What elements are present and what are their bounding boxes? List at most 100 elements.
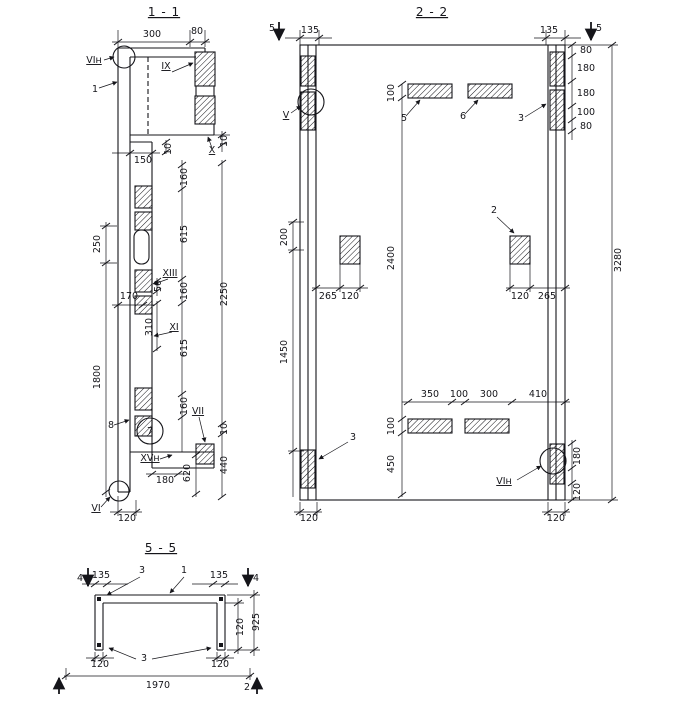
detail-marker-VI <box>108 480 130 502</box>
dim: 120 <box>118 513 136 524</box>
rebar-bar-6 <box>467 83 513 99</box>
detail-ref: IX <box>161 61 171 72</box>
rebar-zone <box>300 449 316 489</box>
rebar-zone <box>549 89 565 131</box>
dim: 170 <box>120 291 138 302</box>
dim: 2250 <box>219 282 230 306</box>
part-ref: 1 <box>181 565 187 576</box>
detail-ref: VIн <box>86 55 102 66</box>
part-ref: 1 <box>92 84 98 95</box>
section-mark: 4 <box>253 573 259 584</box>
dim: 10 <box>219 135 230 147</box>
dim: 250 <box>92 235 103 253</box>
dim: 1450 <box>279 340 290 364</box>
detail-ref: XVн <box>140 453 159 464</box>
dim: 120 <box>511 291 529 302</box>
dim: 615 <box>179 339 190 357</box>
rebar-bar-5 <box>407 83 453 99</box>
dim: 310 <box>144 318 155 336</box>
dim: 180 <box>577 88 595 99</box>
section-2-2-dimensions <box>285 30 618 516</box>
rebar-zone <box>549 51 565 87</box>
dim: 615 <box>179 225 190 243</box>
dim: 1800 <box>92 365 103 389</box>
section-mark: 5 <box>269 23 275 34</box>
lifting-slot <box>133 229 150 265</box>
detail-ref: XI <box>169 322 178 333</box>
dim: 1970 <box>146 680 170 691</box>
dim: 135 <box>540 25 558 36</box>
rebar-dot <box>97 597 101 601</box>
rebar-mark-2-left <box>339 235 361 265</box>
dim: 135 <box>210 570 228 581</box>
dim: 120 <box>547 513 565 524</box>
part-ref: 3 <box>141 653 147 664</box>
dim: 300 <box>480 389 498 400</box>
part-ref: 3 <box>350 432 356 443</box>
rebar-anchor-block <box>194 51 216 87</box>
dim: 80 <box>580 45 592 56</box>
rebar-zone <box>300 55 316 87</box>
detail-ref: XIII <box>163 268 178 279</box>
dim: 120 <box>572 483 583 501</box>
dim: 100 <box>386 417 397 435</box>
rebar-mark-2 <box>509 235 531 265</box>
section-2-2-cut-marks <box>272 22 598 42</box>
dim: 450 <box>386 455 397 473</box>
rebar-anchor-block <box>195 443 215 465</box>
dim: 180 <box>156 475 174 486</box>
dim: 120 <box>91 659 109 670</box>
detail-ref: VII <box>192 406 204 417</box>
section-5-5-dimensions <box>61 576 260 680</box>
rebar-zone <box>549 443 565 485</box>
part-ref: 7 <box>147 426 153 437</box>
dim: 300 <box>143 29 161 40</box>
dim: 120 <box>300 513 318 524</box>
section-mark: 2 <box>244 682 250 693</box>
dim: 120 <box>341 291 359 302</box>
dim: 160 <box>179 397 190 415</box>
detail-marker-VIn-bottom <box>539 447 567 475</box>
rebar-bar <box>407 418 453 434</box>
dim: 200 <box>279 228 290 246</box>
part-ref: 6 <box>460 111 466 122</box>
dim: 440 <box>219 456 230 474</box>
dim: 925 <box>251 613 262 631</box>
dim: 180 <box>572 447 583 465</box>
rebar-mark <box>134 387 153 411</box>
dim: 50 <box>153 280 164 292</box>
rebar-mark <box>134 415 153 437</box>
dim: 410 <box>529 389 547 400</box>
part-ref: 3 <box>139 565 145 576</box>
rebar-dot <box>97 643 101 647</box>
rebar-dot <box>219 597 223 601</box>
dim: 3280 <box>613 248 624 272</box>
dim: 160 <box>179 282 190 300</box>
panel-outline <box>299 44 566 501</box>
dim: 160 <box>179 168 190 186</box>
rebar-zone <box>300 91 316 131</box>
section-2-2-title: 2 - 2 <box>416 5 448 19</box>
detail-ref: VI <box>91 503 100 514</box>
section-mark: 5 <box>596 23 602 34</box>
dim: 120 <box>211 659 229 670</box>
rebar-anchor-block <box>194 95 216 125</box>
dim: 80 <box>191 26 203 37</box>
part-ref: 3 <box>518 113 524 124</box>
section-5-5-cut-marks <box>52 568 264 694</box>
part-ref: 2 <box>491 205 497 216</box>
rebar-mark <box>134 185 153 209</box>
dim: 350 <box>421 389 439 400</box>
dim: 180 <box>577 63 595 74</box>
dim: 10 <box>163 143 174 155</box>
section-5-5-title: 5 - 5 <box>145 541 177 555</box>
dim: 135 <box>92 570 110 581</box>
dim: 150 <box>134 155 152 166</box>
section-2-2-geometry <box>297 44 567 501</box>
dim: 100 <box>577 107 595 118</box>
dim: 265 <box>538 291 556 302</box>
detail-marker-V <box>297 88 325 116</box>
